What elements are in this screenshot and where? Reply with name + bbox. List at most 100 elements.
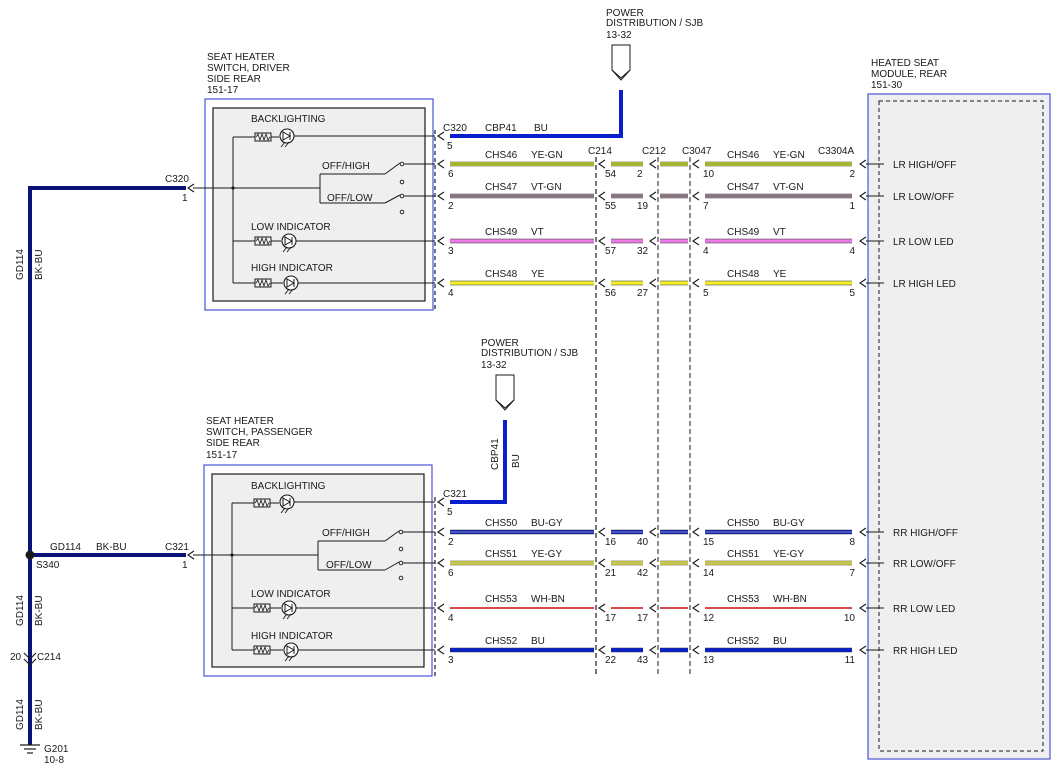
passenger-c214-arrow-icon bbox=[598, 527, 606, 537]
power-mid-line2: DISTRIBUTION / SJB bbox=[481, 348, 579, 359]
power-mid-ref: 13-32 bbox=[481, 360, 507, 371]
driver-c212-arrow-icon bbox=[649, 159, 657, 169]
passenger-switch-inner-box bbox=[211, 473, 425, 668]
driver-c214-pin: 55 bbox=[605, 201, 617, 212]
driver-wire-circuit: CHS46 bbox=[485, 150, 518, 161]
driver-wire-circuit: CHS47 bbox=[485, 182, 518, 193]
driver-switch-line3: SIDE REAR bbox=[207, 74, 261, 85]
ground-c320-pin: 1 bbox=[182, 193, 188, 204]
module-box bbox=[867, 93, 1051, 760]
driver-c214-arrow-icon bbox=[598, 278, 606, 288]
driver-offlow-label: OFF/LOW bbox=[327, 193, 373, 204]
ground-lower-color: BK-BU bbox=[34, 699, 45, 730]
driver-switch: SEAT HEATER SWITCH, DRIVER SIDE REAR 151… bbox=[193, 52, 436, 311]
passenger-c214-arrow-icon bbox=[598, 558, 606, 568]
driver-wire-color: VT bbox=[531, 227, 544, 238]
passenger-wire-circuit-2: CHS53 bbox=[727, 594, 760, 605]
passenger-c214-pin: 17 bbox=[605, 613, 617, 624]
driver-c212-arrow-icon bbox=[649, 278, 657, 288]
passenger-c3047-arrow-icon bbox=[692, 527, 700, 537]
passenger-module-arrow-icon bbox=[859, 527, 867, 537]
passenger-wire-circuit: CHS51 bbox=[485, 549, 518, 560]
passenger-wire-color: BU-GY bbox=[531, 518, 563, 529]
passenger-wire-pin: 2 bbox=[448, 537, 454, 548]
driver-c212-arrow-icon bbox=[649, 191, 657, 201]
c321-pin5-arrow-icon bbox=[437, 497, 445, 507]
passenger-module-pin: 11 bbox=[845, 655, 856, 666]
driver-c214-arrow-icon bbox=[598, 236, 606, 246]
ground-upper-circuit: GD114 bbox=[15, 249, 26, 280]
passenger-switch-pin-arrow-icon bbox=[437, 527, 445, 537]
driver-wire-circuit-2: CHS49 bbox=[727, 227, 760, 238]
passenger-module-label: RR HIGH/OFF bbox=[893, 528, 958, 539]
c214-header: C214 bbox=[588, 146, 612, 157]
driver-wire-circuit-2: CHS46 bbox=[727, 150, 760, 161]
passenger-module-pin: 8 bbox=[849, 537, 855, 548]
passenger-c214-pin: 21 bbox=[605, 568, 617, 579]
passenger-switch-ref: 151-17 bbox=[206, 450, 238, 461]
passenger-wire-color: WH-BN bbox=[531, 594, 565, 605]
passenger-wire-color-2: BU-GY bbox=[773, 518, 805, 529]
driver-wire-pin: 3 bbox=[448, 246, 454, 257]
c320-top-connector-label: C320 bbox=[443, 123, 467, 134]
ground-horizontal-circuit: GD114 bbox=[50, 542, 81, 553]
ground-c321-pin: 1 bbox=[182, 560, 188, 571]
module-inner-box bbox=[878, 100, 1044, 752]
ground-lower-circuit: GD114 bbox=[15, 699, 26, 730]
power-distribution-mid: POWER DISTRIBUTION / SJB 13-32 bbox=[481, 338, 579, 411]
passenger-c3047-pin: 15 bbox=[703, 537, 715, 548]
c321-top-connector-label: C321 bbox=[443, 489, 467, 500]
passenger-switch-pin-arrow-icon bbox=[437, 603, 445, 613]
driver-wire-circuit-2: CHS48 bbox=[727, 269, 760, 280]
passenger-wire-circuit-2: CHS52 bbox=[727, 636, 760, 647]
passenger-c212-arrow-icon bbox=[649, 603, 657, 613]
driver-c3047-pin: 7 bbox=[703, 201, 709, 212]
ground-c214-label: C214 bbox=[37, 652, 61, 663]
driver-wire-pin: 6 bbox=[448, 169, 454, 180]
passenger-c3047-pin: 12 bbox=[703, 613, 715, 624]
driver-wire-pin: 2 bbox=[448, 201, 454, 212]
driver-module-pin: 2 bbox=[849, 169, 855, 180]
driver-c214-arrow-icon bbox=[598, 191, 606, 201]
passenger-wire-circuit: CHS50 bbox=[485, 518, 518, 529]
driver-c3047-pin: 10 bbox=[703, 169, 715, 180]
driver-wire-color-2: YE bbox=[773, 269, 787, 280]
driver-wire-circuit: CHS48 bbox=[485, 269, 518, 280]
passenger-cbp41-color: BU bbox=[511, 454, 522, 468]
passenger-high-indicator-label: HIGH INDICATOR bbox=[251, 631, 333, 642]
driver-wire-color-2: VT-GN bbox=[773, 182, 804, 193]
passenger-switch-line2: SWITCH, PASSENGER bbox=[206, 427, 313, 438]
driver-c212-pin: 27 bbox=[637, 288, 649, 299]
driver-c3047-pin: 4 bbox=[703, 246, 709, 257]
passenger-wire-circuit: CHS53 bbox=[485, 594, 518, 605]
power-feed-wires: C320 C321 CBP41 BU 5 5 CBP41 BU bbox=[437, 90, 623, 518]
passenger-c212-arrow-icon bbox=[649, 645, 657, 655]
passenger-module-label: RR HIGH LED bbox=[893, 646, 957, 657]
driver-switch-pin-arrow-icon bbox=[437, 159, 445, 169]
driver-wire-circuit-2: CHS47 bbox=[727, 182, 760, 193]
driver-c212-pin: 32 bbox=[637, 246, 649, 257]
passenger-module-pin: 10 bbox=[844, 613, 856, 624]
power-distribution-top: POWER DISTRIBUTION / SJB 13-32 bbox=[606, 8, 704, 81]
passenger-offhigh-label: OFF/HIGH bbox=[322, 528, 370, 539]
passenger-switch-pin-arrow-icon bbox=[437, 558, 445, 568]
passenger-c3047-arrow-icon bbox=[692, 558, 700, 568]
passenger-c214-arrow-icon bbox=[598, 603, 606, 613]
passenger-c214-arrow-icon bbox=[598, 645, 606, 655]
passenger-wire-pin: 3 bbox=[448, 655, 454, 666]
passenger-c212-pin: 40 bbox=[637, 537, 649, 548]
c320-pin5-arrow-icon bbox=[437, 131, 445, 141]
passenger-wire-color-2: WH-BN bbox=[773, 594, 807, 605]
passenger-cbp41-pin: 5 bbox=[447, 507, 453, 518]
passenger-c3047-pin: 14 bbox=[703, 568, 715, 579]
passenger-switch-pin-arrow-icon bbox=[437, 645, 445, 655]
driver-offhigh-label: OFF/HIGH bbox=[322, 161, 370, 172]
